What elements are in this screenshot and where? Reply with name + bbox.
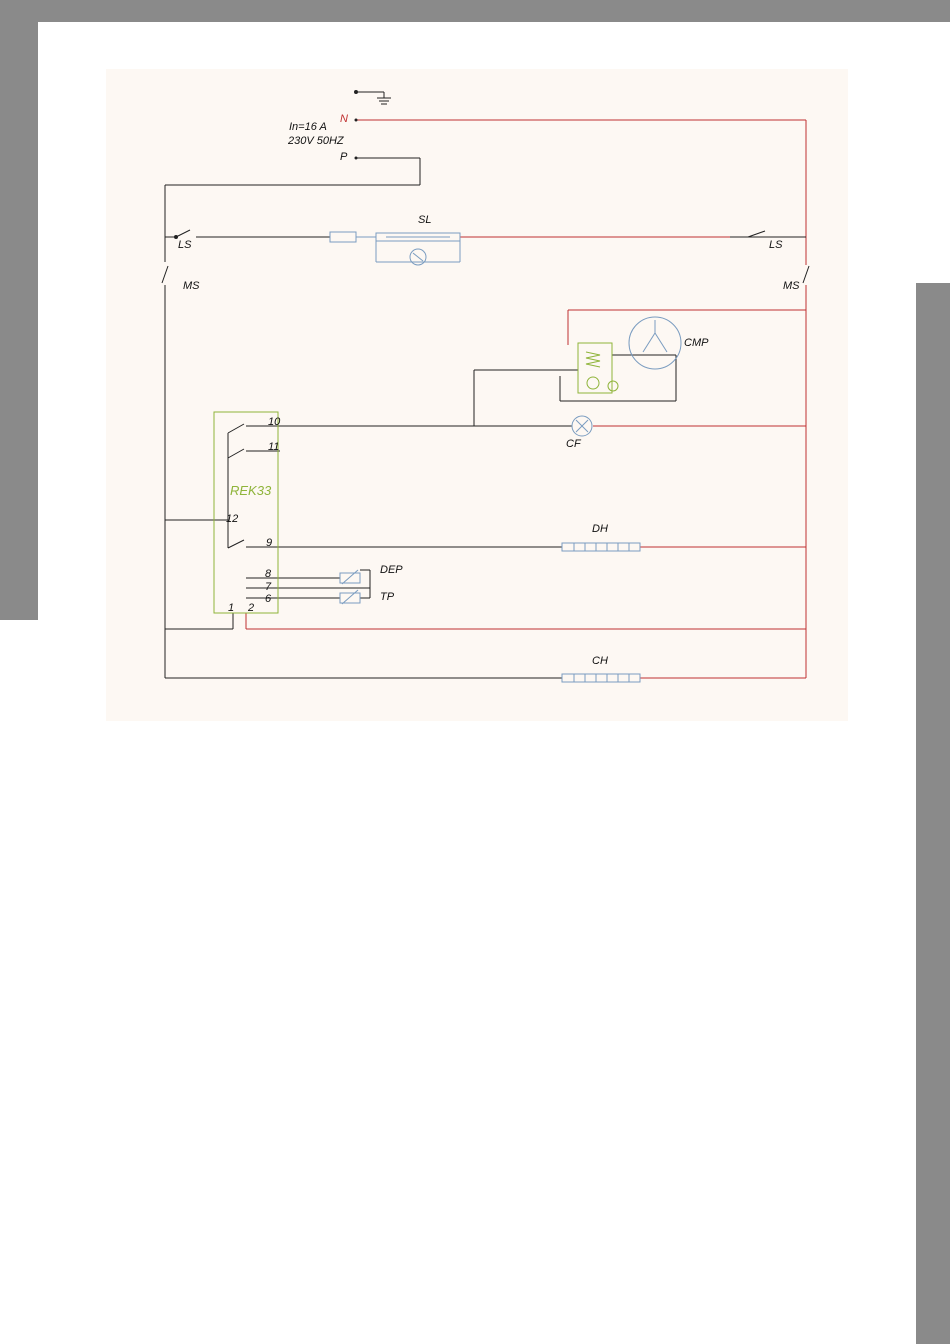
terminal-12-label: 12 [226, 513, 238, 525]
phase-wiring [165, 158, 806, 678]
signal-lamp-symbol [376, 233, 460, 265]
defrost-heater-label: DH [592, 523, 608, 535]
compressor-motor-symbol [629, 317, 681, 369]
terminal-dots [355, 119, 358, 160]
ground-symbol [355, 91, 392, 105]
fuse-symbol [330, 232, 356, 242]
terminal-8-label: 8 [265, 568, 272, 580]
neutral-wiring [246, 120, 806, 678]
signal-lamp-label: SL [418, 214, 431, 226]
case-heater-symbol [562, 674, 640, 682]
phase-label: P [340, 151, 348, 163]
case-heater-label: CH [592, 655, 608, 667]
condenser-fan-label: CF [566, 438, 582, 450]
rating-label: In=16 A [289, 121, 327, 133]
terminal-6-label: 6 [265, 593, 272, 605]
terminal-2-label: 2 [247, 602, 254, 614]
ls-right-label: LS [769, 239, 783, 251]
condenser-fan-symbol [572, 416, 592, 436]
temperature-probe-label: TP [380, 591, 395, 603]
ls-left-label: LS [178, 239, 192, 251]
terminal-9-label: 9 [266, 537, 272, 549]
terminal-1-label: 1 [228, 602, 234, 614]
defrost-probe-symbol [340, 570, 360, 584]
neutral-label: N [340, 113, 348, 125]
ms-right-switch [803, 266, 809, 283]
defrost-heater-symbol [562, 543, 640, 551]
controller-label: REK33 [230, 483, 272, 498]
ls-left-switch [175, 230, 191, 239]
ms-left-label: MS [183, 280, 200, 292]
ms-left-switch [162, 266, 168, 283]
ls-right-switch [730, 231, 765, 237]
terminal-11-label: 11 [268, 441, 279, 453]
temperature-probe-symbol [340, 590, 360, 604]
ms-right-label: MS [783, 280, 800, 292]
terminal-7-label: 7 [265, 581, 272, 593]
terminal-10-label: 10 [268, 416, 281, 428]
voltage-label: 230V 50HZ [287, 135, 345, 147]
compressor-label: CMP [684, 337, 709, 349]
compressor-relay-symbol [578, 343, 618, 393]
defrost-probe-label: DEP [380, 564, 403, 576]
